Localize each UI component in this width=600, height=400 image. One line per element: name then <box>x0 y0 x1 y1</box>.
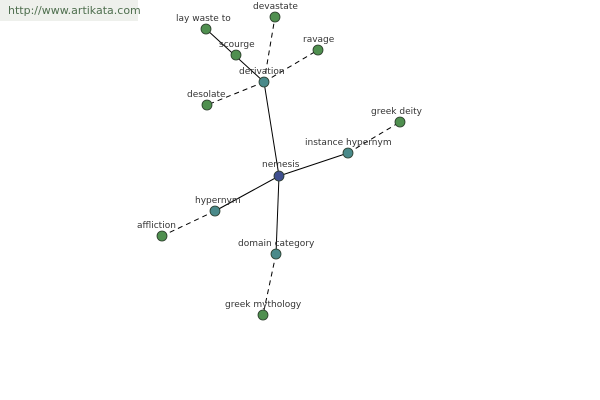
node-label-derivation[interactable]: derivation <box>239 67 285 77</box>
edge-derivation-devastate <box>263 16 276 83</box>
labels-layer: nemesis derivation instance hypernym hypern… <box>137 2 423 310</box>
edge-nemesis-instance-hypernym <box>278 152 349 177</box>
node-lay-waste-to[interactable] <box>200 23 212 35</box>
nodes-layer <box>156 11 406 321</box>
node-nemesis[interactable] <box>273 170 285 182</box>
node-label-desolate[interactable]: desolate <box>187 90 226 100</box>
node-label-scourge[interactable]: scourge <box>219 40 255 50</box>
node-devastate[interactable] <box>269 11 281 23</box>
node-label-instance-hypernym[interactable]: instance hypernym <box>305 138 392 148</box>
node-greek-mythology[interactable] <box>257 309 269 321</box>
node-label-greek-mythology[interactable]: greek mythology <box>225 300 302 310</box>
node-label-nemesis[interactable]: nemesis <box>262 160 300 170</box>
node-affliction[interactable] <box>156 230 168 242</box>
node-label-affliction[interactable]: affliction <box>137 221 176 231</box>
edge-nemesis-domain-category <box>275 175 280 255</box>
node-label-devastate[interactable]: devastate <box>253 2 298 12</box>
node-label-ravage[interactable]: ravage <box>303 35 335 45</box>
node-label-hypernym[interactable]: hypernym <box>195 196 241 206</box>
edge-derivation-ravage <box>263 49 319 83</box>
node-scourge[interactable] <box>230 49 242 61</box>
node-domain-category[interactable] <box>270 248 282 260</box>
node-hypernym[interactable] <box>209 205 221 217</box>
site-url-banner[interactable]: http://www.artikata.com <box>0 0 141 21</box>
edge-nemesis-derivation <box>263 81 280 177</box>
node-derivation[interactable] <box>258 76 270 88</box>
edges-layer <box>161 16 401 316</box>
node-ravage[interactable] <box>312 44 324 56</box>
node-instance-hypernym[interactable] <box>342 147 354 159</box>
node-desolate[interactable] <box>201 99 213 111</box>
edge-domain-category-greek-mythology <box>262 253 277 316</box>
edge-derivation-desolate <box>206 81 265 106</box>
edge-hypernym-affliction <box>161 210 216 237</box>
node-label-lay-waste-to[interactable]: lay waste to <box>176 14 231 24</box>
edge-instance-hypernym-greek-deity <box>347 121 401 154</box>
node-label-greek-deity[interactable]: greek deity <box>371 107 423 117</box>
node-greek-deity[interactable] <box>394 116 406 128</box>
node-label-domain-category[interactable]: domain category <box>238 239 315 249</box>
edge-nemesis-hypernym <box>214 175 280 212</box>
